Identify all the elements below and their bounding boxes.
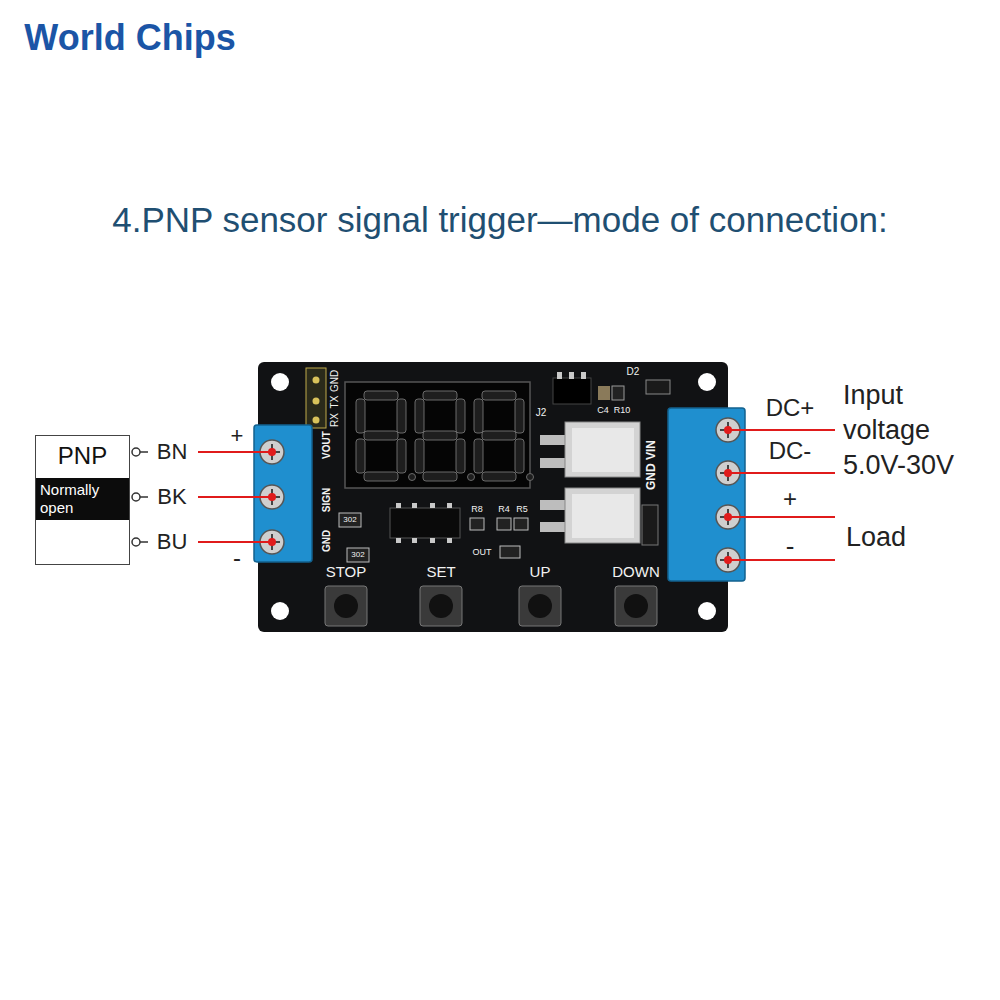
- header-pin: [313, 377, 320, 424]
- part-name: R4: [498, 504, 510, 514]
- button-name: DOWN: [612, 563, 660, 580]
- pin-name: GND: [329, 370, 341, 392]
- polarity-mark: +: [783, 485, 797, 513]
- part-name: R8: [471, 504, 483, 514]
- mosfet: [540, 422, 640, 543]
- note: Input voltage 5.0V-30V: [843, 378, 983, 483]
- digit-segments: [356, 391, 534, 481]
- terminal-screw: [716, 418, 740, 572]
- contact-type: Normally open: [36, 478, 129, 520]
- wire-dot: [268, 426, 732, 564]
- part-name: D2: [627, 366, 640, 378]
- sensor-type: PNP: [36, 436, 129, 474]
- diode: [642, 505, 658, 545]
- pin-header: [306, 368, 326, 428]
- watermark: World Chips: [24, 17, 235, 58]
- ic-chip: [390, 508, 460, 538]
- sensor-pin: [132, 448, 148, 546]
- push-button: [325, 586, 657, 626]
- d2-diode: [646, 380, 670, 394]
- polarity-mark: -: [233, 544, 241, 572]
- r10-resistor: [612, 386, 624, 400]
- wire: [198, 430, 835, 560]
- part-name: J2: [536, 407, 547, 419]
- part-code: 302: [351, 550, 364, 559]
- c4-cap: [598, 386, 610, 400]
- terminal-name: DC-: [769, 437, 812, 465]
- part-code: 302: [343, 515, 356, 524]
- button-name: UP: [530, 563, 551, 580]
- sensor-box: PNP Normally open: [35, 435, 130, 565]
- pin-name: GND: [321, 530, 333, 552]
- part-name: R10: [614, 405, 631, 415]
- polarity-mark: -: [786, 532, 795, 562]
- part-name: R5: [516, 504, 528, 514]
- mount-hole: [271, 373, 716, 620]
- pin-name: SIGN: [321, 488, 333, 512]
- pin-name: VOUT: [321, 431, 333, 459]
- terminal-name: DC+: [766, 394, 815, 422]
- wire-name: BK: [157, 484, 186, 509]
- j2-leads: [557, 372, 586, 379]
- terminal-block: [668, 408, 745, 581]
- wire-name: BN: [157, 439, 188, 464]
- part-name: C4: [597, 405, 609, 415]
- terminal-name: Load: [846, 522, 906, 553]
- wire-name: BU: [157, 529, 188, 554]
- title: 4.PNP sensor signal trigger—mode of conn…: [112, 200, 888, 240]
- part-name: OUT: [473, 547, 492, 557]
- pin-name: TX: [329, 396, 341, 409]
- smd-resistor: [339, 513, 528, 562]
- pin-name: RX: [329, 413, 341, 427]
- button-name: STOP: [326, 563, 367, 580]
- button-name: SET: [426, 563, 455, 580]
- pin-name: GND VIN: [645, 440, 659, 490]
- j2-part: [553, 378, 591, 404]
- polarity-mark: +: [231, 423, 244, 448]
- pcb-board: [258, 362, 728, 632]
- ic-leads: [396, 503, 452, 543]
